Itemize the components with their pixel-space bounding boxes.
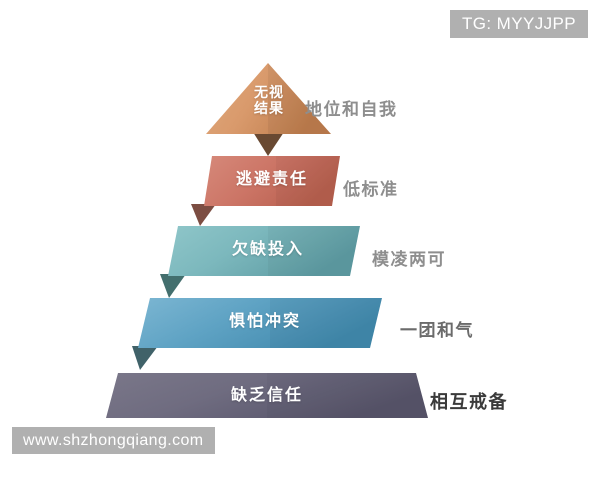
- tier-2-label: 逃避责任: [235, 169, 308, 188]
- tier-2-face: [204, 156, 340, 206]
- tier-2-side-label: 低标准: [343, 180, 399, 200]
- tier-2-fold-shadow-left: [191, 204, 216, 226]
- tier-3-label: 欠缺投入: [231, 239, 304, 258]
- pyramid-tier-5[interactable]: 缺乏信任: [92, 362, 442, 432]
- tier-4-side-label: 一团和气: [400, 321, 474, 341]
- tier-3-fold-shadow-left: [160, 274, 186, 298]
- tier-1-side-label: 地位和自我: [305, 100, 398, 120]
- tier-4-fold-shadow-left: [132, 346, 158, 370]
- watermark-top-right: TG: MYYJJPP: [450, 10, 588, 38]
- tier-1-shade: [268, 63, 331, 134]
- tier-1-fold-shadow: [253, 132, 284, 156]
- pyramid-tier-2[interactable]: 逃避责任: [176, 146, 376, 236]
- tier-5-face: [106, 373, 428, 418]
- tier-2-shade: [276, 156, 340, 206]
- pyramid-tier-4[interactable]: 惧怕冲突: [120, 288, 420, 380]
- tier-1-label-line1: 无视: [254, 85, 284, 101]
- tier-5-side-label: 相互戒备: [430, 392, 508, 413]
- tier-5-label: 缺乏信任: [230, 385, 303, 404]
- watermark-bottom-left: www.shzhongqiang.com: [12, 427, 215, 454]
- tier-4-label: 惧怕冲突: [228, 311, 301, 330]
- pyramid-tier-1[interactable]: 无视 结果: [198, 58, 348, 158]
- tier-1-label: 无视 结果: [238, 85, 300, 117]
- tier-3-side-label: 模凌两可: [372, 250, 446, 270]
- tier-3-face: [168, 226, 360, 276]
- tier-1-face: [206, 63, 331, 134]
- tier-4-face: [138, 298, 382, 348]
- pyramid-tier-3[interactable]: 欠缺投入: [148, 216, 398, 308]
- tier-1-label-line2: 结果: [254, 100, 284, 117]
